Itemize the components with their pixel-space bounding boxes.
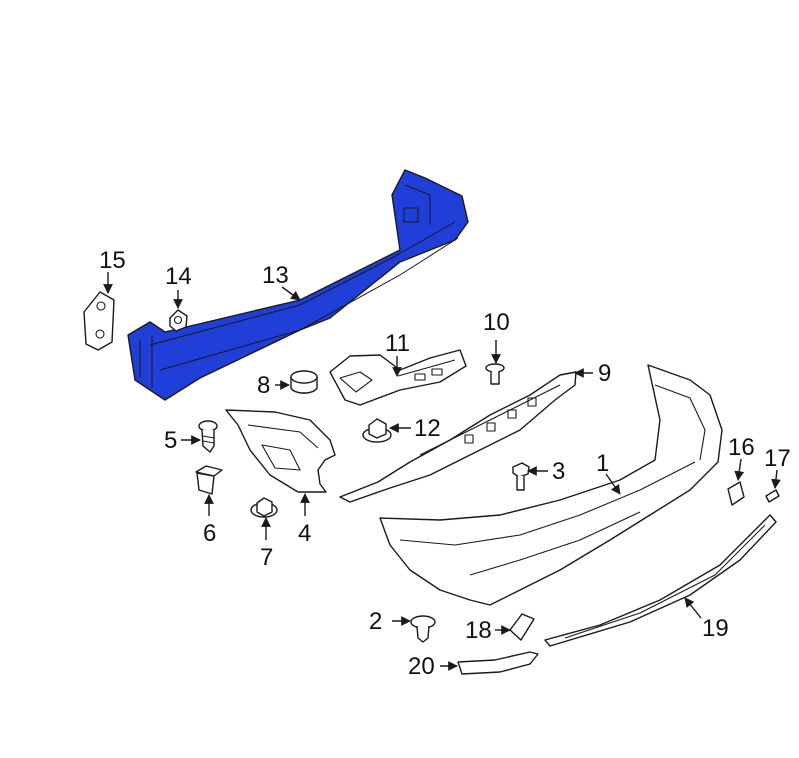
part-15-pad[interactable] <box>83 291 115 351</box>
part-10-pin[interactable] <box>485 363 505 385</box>
part-5-screw[interactable] <box>198 420 218 453</box>
part-8-bumper-stop[interactable] <box>290 370 318 394</box>
callout-9: 9 <box>598 360 611 387</box>
part-16-reflector[interactable] <box>727 481 745 506</box>
callout-11: 11 <box>385 330 410 357</box>
callout-13: 13 <box>262 262 289 289</box>
part-4-side-bracket[interactable] <box>225 409 336 493</box>
part-6-clip[interactable] <box>195 465 223 495</box>
part-20-trim-strip[interactable] <box>457 651 539 675</box>
callout-18: 18 <box>465 617 492 644</box>
part-19-diffuser[interactable] <box>544 514 777 647</box>
part-11-bracket[interactable] <box>329 349 467 406</box>
callout-16: 16 <box>728 434 755 461</box>
callout-15: 15 <box>99 247 126 274</box>
callout-8: 8 <box>257 372 270 399</box>
part-17-cap[interactable] <box>765 489 780 503</box>
part-7-nut[interactable] <box>250 497 278 518</box>
part-18-trim[interactable] <box>509 613 535 641</box>
part-9-bracket[interactable] <box>339 371 577 503</box>
leader-lines <box>103 272 781 671</box>
part-3-bolt[interactable] <box>512 462 530 491</box>
callout-20: 20 <box>408 653 435 680</box>
part-2-push-clip[interactable] <box>410 615 436 643</box>
part-12-flange-nut[interactable] <box>362 418 392 443</box>
callout-12: 12 <box>414 415 441 442</box>
callout-19: 19 <box>702 615 729 642</box>
callout-labels: 13 15 14 8 11 10 9 12 5 6 4 7 3 1 16 17 … <box>99 247 791 680</box>
callout-5: 5 <box>164 427 177 454</box>
callout-2: 2 <box>369 608 382 635</box>
callout-7: 7 <box>260 544 273 571</box>
callout-10: 10 <box>483 309 510 336</box>
callout-4: 4 <box>298 520 311 547</box>
callout-1: 1 <box>596 450 609 477</box>
callout-17: 17 <box>764 445 791 472</box>
part-13-bumper-reinforcement[interactable] <box>127 169 469 401</box>
part-1-bumper-cover[interactable] <box>379 364 723 606</box>
callout-6: 6 <box>203 520 216 547</box>
callout-3: 3 <box>552 458 565 485</box>
callout-14: 14 <box>165 263 192 290</box>
part-14-nut[interactable] <box>169 309 188 332</box>
